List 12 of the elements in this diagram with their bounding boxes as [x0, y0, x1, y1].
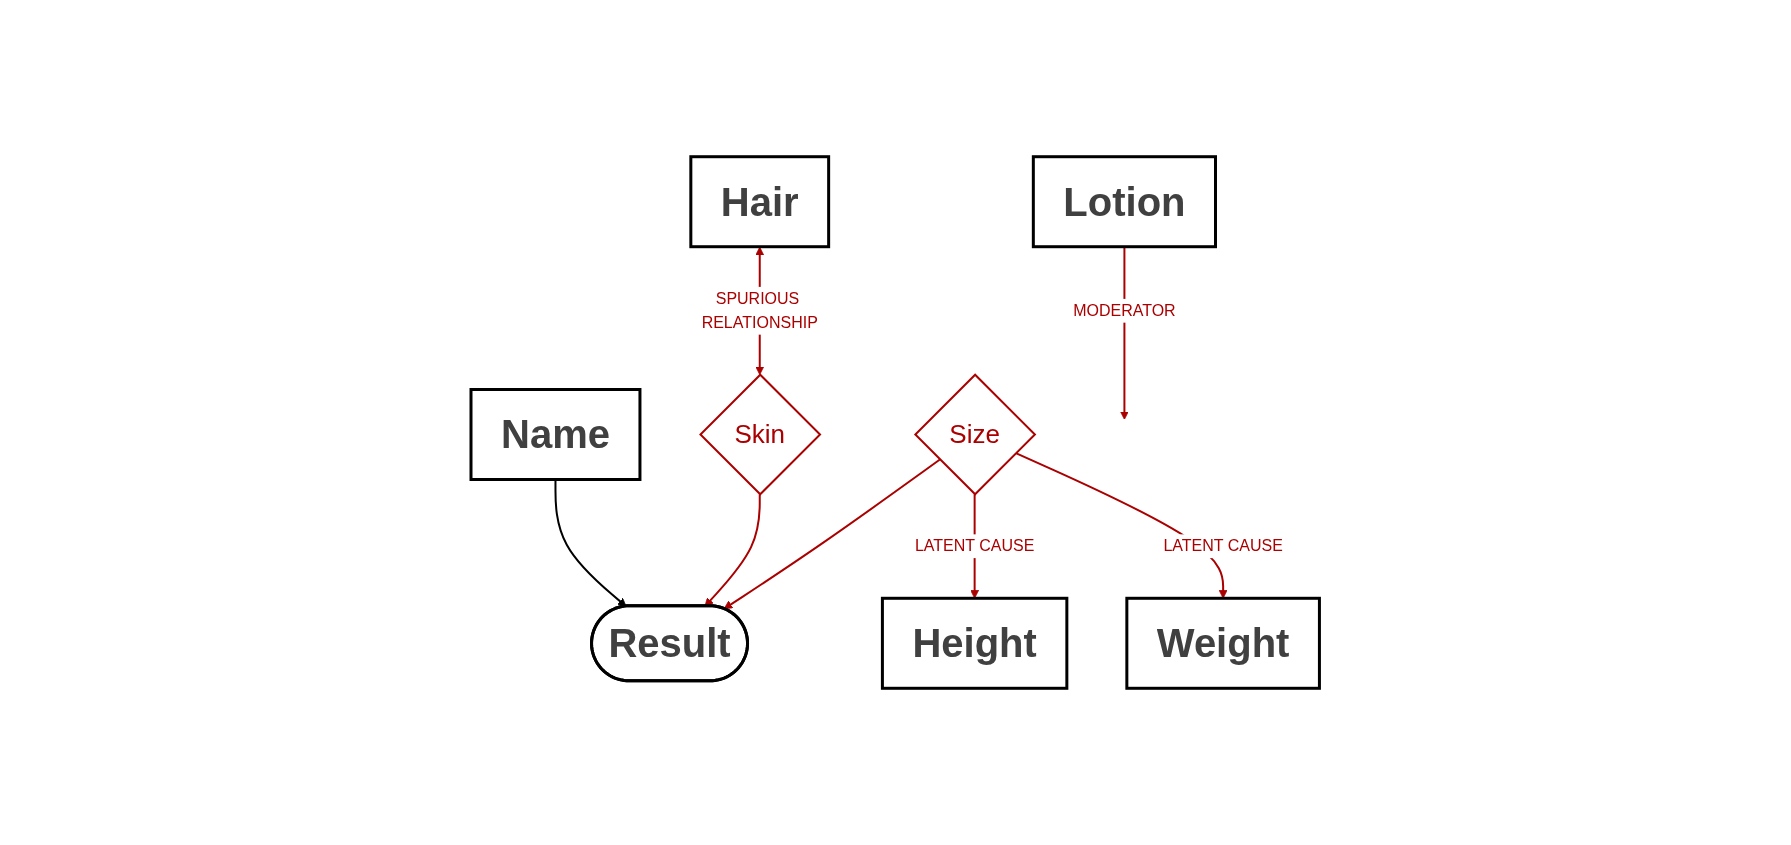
node-diamond: Size	[914, 373, 1037, 496]
node-box: Lotion	[1032, 155, 1218, 249]
node-box: Name	[469, 388, 642, 481]
edge-label: LATENT CAUSE	[915, 537, 1035, 555]
edge-label: LATENT CAUSE	[1163, 537, 1284, 555]
edge-label: MODERATOR	[1073, 301, 1176, 319]
node-box: Hair	[689, 155, 831, 249]
arrow	[724, 458, 942, 610]
node-box: Weight	[1125, 596, 1322, 690]
node-box: Height	[881, 596, 1069, 690]
edge-label: SPURIOUS RELATIONSHIP	[701, 289, 819, 331]
node-diamond: Skin	[699, 373, 822, 496]
